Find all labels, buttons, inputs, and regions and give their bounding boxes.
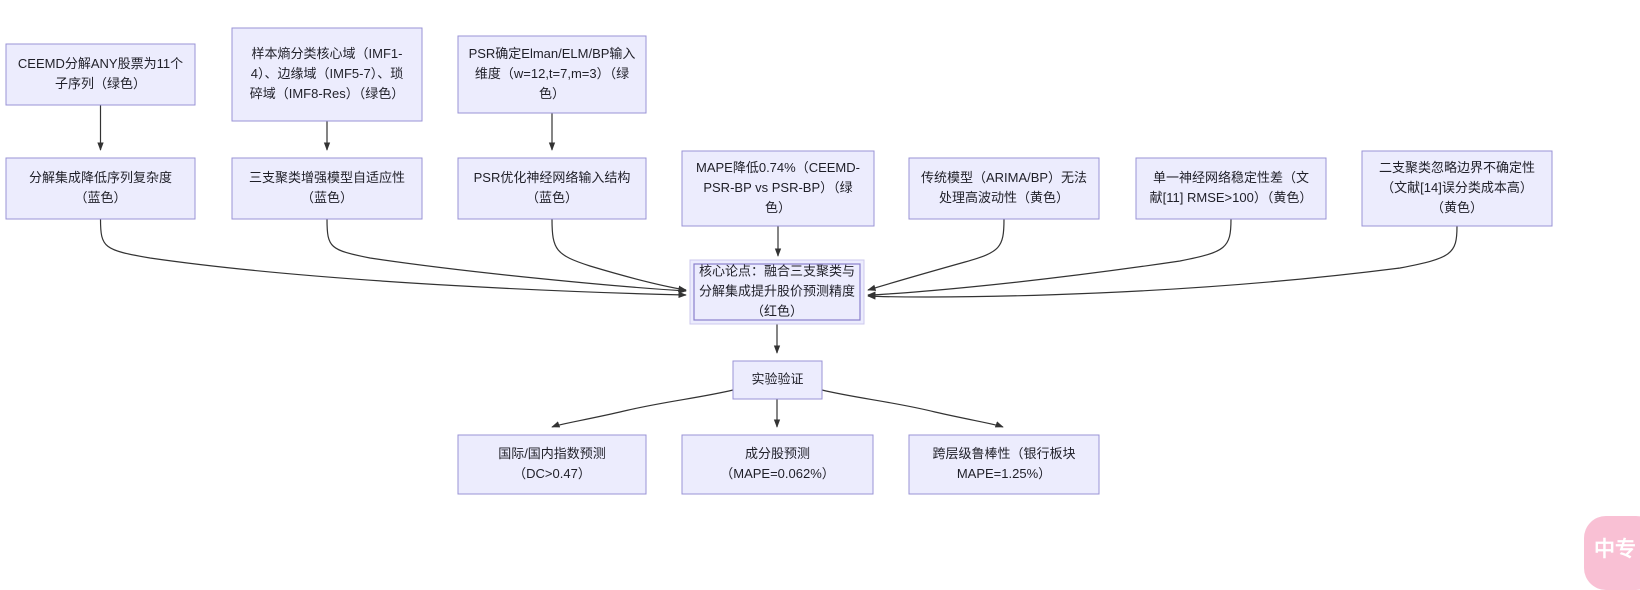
three-way-clustering-adaptive-node-label-line-2: （蓝色） [301,190,353,205]
mape-reduction-node-label-line-1: MAPE降低0.74%（CEEMD- [696,160,860,175]
two-way-clustering-limit-node-label-line-2: （文献[14]误分类成本高） [1381,180,1533,195]
sample-entropy-node-label-line-3: 碎域（IMF8-Res）（绿色） [250,86,405,101]
two-way-clustering-limit-node-box [1361,150,1553,227]
single-network-instability-node[interactable]: 单一神经网络稳定性差（文献[11] RMSE>100）（黄色） [1135,157,1327,220]
sample-entropy-node-label-line-2: 4）、边缘域（IMF5-7）、琐 [251,66,403,81]
cross-level-robustness-node-label-line-2: MAPE=1.25%） [957,466,1051,481]
decomposition-complexity-node-label-line-1: 分解集成降低序列复杂度 [29,170,172,185]
traditional-model-limit-node-label-line-2: 处理高波动性（黄色） [939,190,1069,205]
cross-level-robustness-node-box [908,434,1100,495]
psr-input-dimension-node-label-line-1: PSR确定Elman/ELM/BP输入 [469,46,636,61]
psr-input-dimension-node-label-line-3: 色） [539,86,565,101]
experiment-validation-node-label-line-1: 实验验证 [751,371,803,386]
core-thesis-node-label-line-3: （红色） [751,303,803,318]
edge-n8-to-core [867,218,1005,291]
traditional-model-limit-node-box [908,157,1100,220]
edge-n6-to-core [551,218,687,292]
decomposition-complexity-node[interactable]: 分解集成降低序列复杂度 （蓝色） [5,157,196,220]
index-forecast-node-label-line-1: 国际/国内指数预测 [498,446,606,461]
mape-reduction-node-label-line-3: 色） [765,200,791,215]
sample-entropy-node-box [231,27,423,122]
constituent-stock-forecast-node-label-line-2: （MAPE=0.062%） [720,466,835,481]
single-network-instability-node-label-line-1: 单一神经网络稳定性差（文 [1153,170,1309,185]
edge-n10-to-core [867,225,1458,300]
two-way-clustering-limit-node[interactable]: 二支聚类忽略边界不确定性 （文献[14]误分类成本高） （黄色） [1361,150,1553,227]
ceemd-decompose-node-box [5,43,196,106]
psr-optimize-network-node-box [457,157,647,220]
mape-reduction-node-label-line-2: PSR-BP vs PSR-BP）（绿 [703,180,852,195]
three-way-clustering-adaptive-node-label-line-1: 三支聚类增强模型自适应性 [249,170,405,185]
edge-exp-to-b1 [551,389,734,428]
cross-level-robustness-node[interactable]: 跨层级鲁棒性（银行板块 MAPE=1.25%） [908,434,1100,495]
mape-reduction-node-box [681,150,875,227]
decomposition-complexity-node-label-line-2: （蓝色） [74,190,126,205]
index-forecast-node[interactable]: 国际/国内指数预测 （DC>0.47） [457,434,647,495]
single-network-instability-node-label-line-2: 献[11] RMSE>100）（黄色） [1150,190,1313,205]
flowchart-canvas: CEEMD分解ANY股票为11个子序列（绿色） 样本熵分类核心域（IMF1- 4）、… [5,27,1640,590]
psr-input-dimension-node-box [457,35,647,114]
sample-entropy-node[interactable]: 样本熵分类核心域（IMF1- 4）、边缘域（IMF5-7）、琐碎域（IMF8-Re… [231,27,423,122]
core-thesis-node-label-line-1: 核心论点：融合三支聚类与 [699,263,855,278]
psr-optimize-network-node[interactable]: PSR优化神经网络输入结构 （蓝色） [457,157,647,220]
edges-layer [97,105,1458,428]
edge-exp-to-b3 [821,389,1004,428]
single-network-instability-node-box [1135,157,1327,220]
mape-reduction-node[interactable]: MAPE降低0.74%（CEEMD- PSR-BP vs PSR-BP）（绿色） [681,150,875,227]
psr-optimize-network-node-label-line-2: （蓝色） [526,190,578,205]
edge-n9-to-core [867,218,1232,298]
three-way-clustering-adaptive-node[interactable]: 三支聚类增强模型自适应性 （蓝色） [231,157,423,220]
constituent-stock-forecast-node[interactable]: 成分股预测 （MAPE=0.062%） [681,434,874,495]
psr-optimize-network-node-label-line-1: PSR优化神经网络输入结构 [474,170,631,185]
ceemd-decompose-node-label-line-1: CEEMD分解ANY股票为11个 [18,56,183,71]
experiment-validation-node-box [732,360,823,400]
core-thesis-node-label-line-2: 分解集成提升股价预测精度 [699,283,855,298]
core-thesis-inner-border [693,263,861,321]
index-forecast-node-label-line-2: （DC>0.47） [513,466,591,481]
edge-n4-to-core [99,218,687,299]
two-way-clustering-limit-node-label-line-3: （黄色） [1431,200,1483,215]
two-way-clustering-limit-node-label-line-1: 二支聚类忽略边界不确定性 [1379,160,1535,175]
ceemd-decompose-node-label-line-2: 子序列（绿色） [55,76,146,91]
constituent-stock-forecast-node-box [681,434,874,495]
decomposition-complexity-node-box [5,157,196,220]
watermark-badge: 中专 [1584,516,1640,590]
traditional-model-limit-node-label-line-1: 传统模型（ARIMA/BP）无法 [921,170,1087,185]
constituent-stock-forecast-node-label-line-1: 成分股预测 [745,446,810,461]
three-way-clustering-adaptive-node-box [231,157,423,220]
index-forecast-node-box [457,434,647,495]
edge-n5-to-core [326,218,687,294]
sample-entropy-node-label-line-1: 样本熵分类核心域（IMF1- [252,46,403,61]
experiment-validation-node[interactable]: 实验验证 [732,360,823,400]
watermark-label: 中专 [1594,537,1636,561]
psr-input-dimension-node-label-line-2: 维度（w=12,t=7,m=3）（绿 [475,66,629,81]
cross-level-robustness-node-label-line-1: 跨层级鲁棒性（银行板块 [932,446,1075,461]
